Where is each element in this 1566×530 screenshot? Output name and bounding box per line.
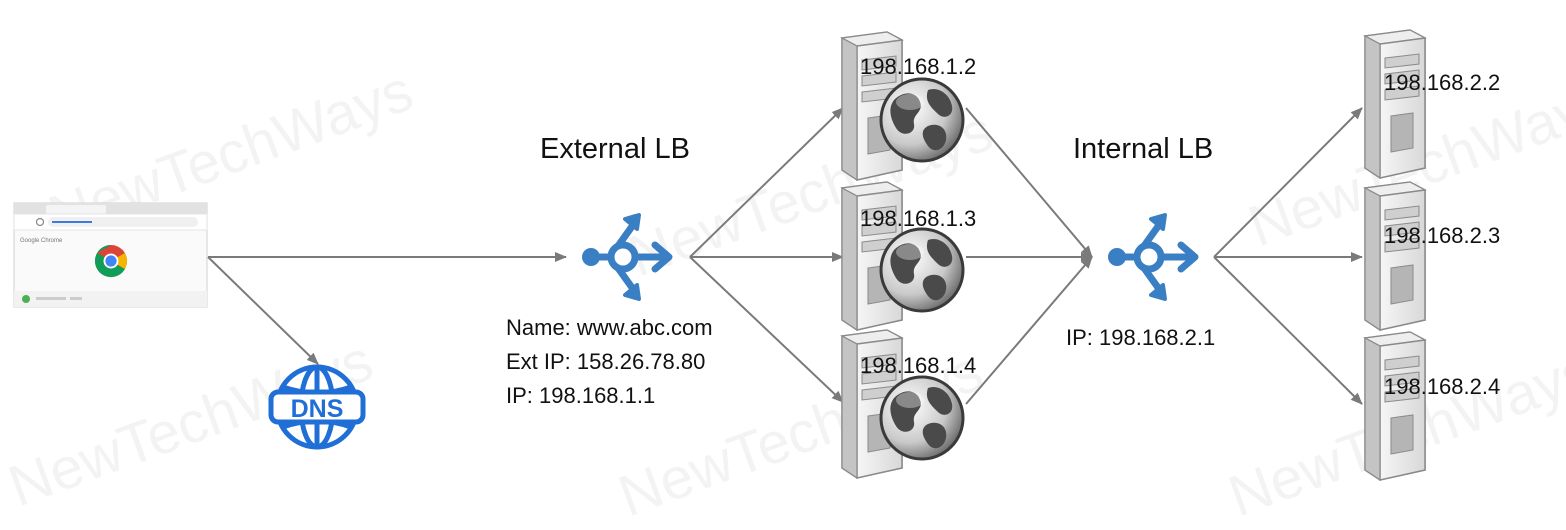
internal-lb-ip: IP: 198.168.2.1 bbox=[1066, 325, 1216, 350]
internal-lb-icon bbox=[1108, 215, 1195, 299]
internal-lb-title: Internal LB bbox=[1073, 133, 1214, 165]
web-server-2-ip: 198.168.1.3 bbox=[860, 206, 977, 231]
dns-label: DNS bbox=[291, 395, 344, 423]
app-server-1-ip: 198.168.2.2 bbox=[1384, 70, 1501, 95]
external-lb-icon bbox=[582, 215, 669, 299]
arrow-ilb-to-app3 bbox=[1213, 256, 1363, 405]
external-lb-ext-ip: Ext IP: 158.26.78.80 bbox=[506, 349, 706, 374]
arrow-web1-to-ilb bbox=[965, 107, 1093, 258]
arrow-elb-to-web1 bbox=[689, 107, 844, 258]
arrow-client-to-dns bbox=[207, 256, 319, 365]
external-lb-name: Name: www.abc.com bbox=[506, 315, 713, 340]
external-lb-ip: IP: 198.168.1.1 bbox=[506, 383, 656, 408]
dns-globe-icon: DNS bbox=[268, 364, 366, 450]
browser-window-icon: Google Chrome bbox=[13, 202, 208, 308]
external-lb-info: Name: www.abc.com Ext IP: 158.26.78.80 I… bbox=[506, 311, 713, 413]
chrome-logo-icon bbox=[94, 244, 128, 278]
app-server-2-ip: 198.168.2.3 bbox=[1384, 223, 1501, 248]
external-lb-title: External LB bbox=[540, 133, 690, 165]
arrow-elb-to-web3 bbox=[689, 256, 844, 403]
connection-arrows bbox=[207, 107, 1363, 405]
app-server-1-icon bbox=[1364, 29, 1426, 179]
app-server-2-icon bbox=[1364, 181, 1426, 331]
app-server-3-ip: 198.168.2.4 bbox=[1384, 374, 1501, 399]
web-server-3-ip: 198.168.1.4 bbox=[860, 353, 977, 378]
web-server-2-icon bbox=[841, 181, 965, 331]
browser-name-label: Google Chrome bbox=[20, 238, 63, 244]
architecture-diagram: Google Chrome DNS bbox=[13, 29, 1426, 481]
arrow-web3-to-ilb bbox=[965, 256, 1093, 405]
arrow-ilb-to-app1 bbox=[1213, 107, 1363, 258]
web-server-1-ip: 198.168.1.2 bbox=[860, 54, 977, 79]
app-server-3-icon bbox=[1364, 331, 1426, 481]
